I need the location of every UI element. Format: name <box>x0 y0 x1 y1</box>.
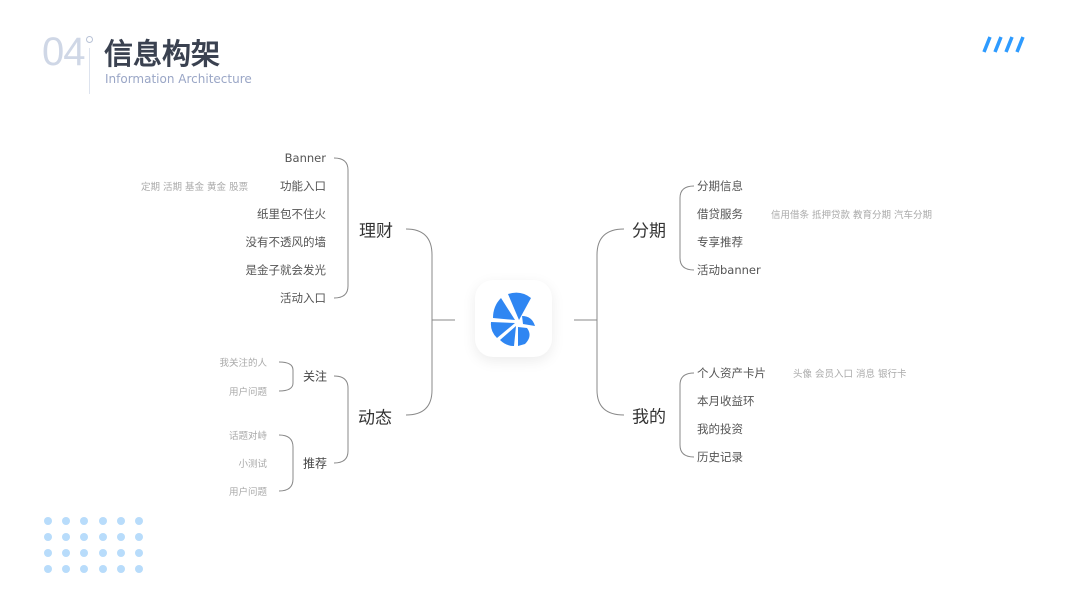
guanzhu-item: 用户问题 <box>228 387 267 398</box>
node-dongtai: 动态 <box>358 408 392 429</box>
wode-item: 历史记录 <box>697 450 743 464</box>
decor-dot <box>44 565 52 573</box>
wode-item: 本月收益环 <box>697 394 755 408</box>
decor-dot <box>135 549 143 557</box>
decor-dot <box>62 517 71 525</box>
page-title: 信息构架 <box>104 37 221 71</box>
decor-dot <box>98 533 107 541</box>
decor-dot <box>116 549 125 557</box>
licai-item: 功能入口 <box>280 179 326 193</box>
licai-item: 纸里包不住火 <box>257 207 326 221</box>
decor-dot <box>44 549 52 557</box>
fenqi-item: 分期信息 <box>697 179 743 193</box>
decor-dot <box>62 549 71 557</box>
divider <box>89 48 90 94</box>
decor-dot <box>44 517 52 525</box>
decor-dot <box>80 533 89 541</box>
tuijian-item: 用户问题 <box>228 487 267 498</box>
licai-hint: 定期 活期 基金 黄金 股票 <box>141 182 249 193</box>
node-guanzhu: 关注 <box>303 369 328 384</box>
decor-dot <box>44 533 52 541</box>
decor-dot <box>80 517 89 525</box>
tuijian-item: 小测试 <box>238 459 267 470</box>
decor-dot <box>98 565 107 573</box>
decor-dot <box>80 565 89 573</box>
wode-item: 个人资产卡片 <box>697 366 766 380</box>
decor-dot <box>135 565 143 573</box>
decor-dot <box>116 565 125 573</box>
licai-item: 没有不透风的墙 <box>245 235 327 249</box>
decor-dot <box>98 549 107 557</box>
fenqi-item: 借贷服务 <box>697 207 743 221</box>
slashes-decor <box>982 36 1025 53</box>
decor-dot <box>116 517 125 525</box>
fenqi-item: 专享推荐 <box>697 235 743 249</box>
degree-mark <box>86 36 93 43</box>
guanzhu-item: 我关注的人 <box>219 358 267 369</box>
decor-dot <box>80 549 89 557</box>
decor-dot <box>98 517 107 525</box>
page-subtitle: Information Architecture <box>105 72 252 86</box>
licai-item: 是金子就会发光 <box>245 263 327 277</box>
node-wode: 我的 <box>632 407 666 428</box>
tuijian-item: 话题对峙 <box>228 431 267 442</box>
node-licai: 理财 <box>359 221 393 242</box>
app-logo-icon <box>475 280 552 357</box>
fenqi-hint: 信用借条 抵押贷款 教育分期 汽车分期 <box>771 210 933 221</box>
wode-item: 我的投资 <box>697 422 743 436</box>
licai-item: Banner <box>284 151 326 165</box>
node-fenqi: 分期 <box>632 221 666 242</box>
licai-item: 活动入口 <box>280 291 326 305</box>
decor-dot <box>62 565 71 573</box>
decor-dot <box>116 533 125 541</box>
section-number: 04 <box>42 30 85 74</box>
decor-dot <box>62 533 71 541</box>
fenqi-item: 活动banner <box>697 263 761 277</box>
decor-dot <box>135 533 143 541</box>
wode-hint: 头像 会员入口 消息 银行卡 <box>793 369 907 380</box>
node-tuijian: 推荐 <box>303 456 328 471</box>
decor-dot <box>135 517 143 525</box>
